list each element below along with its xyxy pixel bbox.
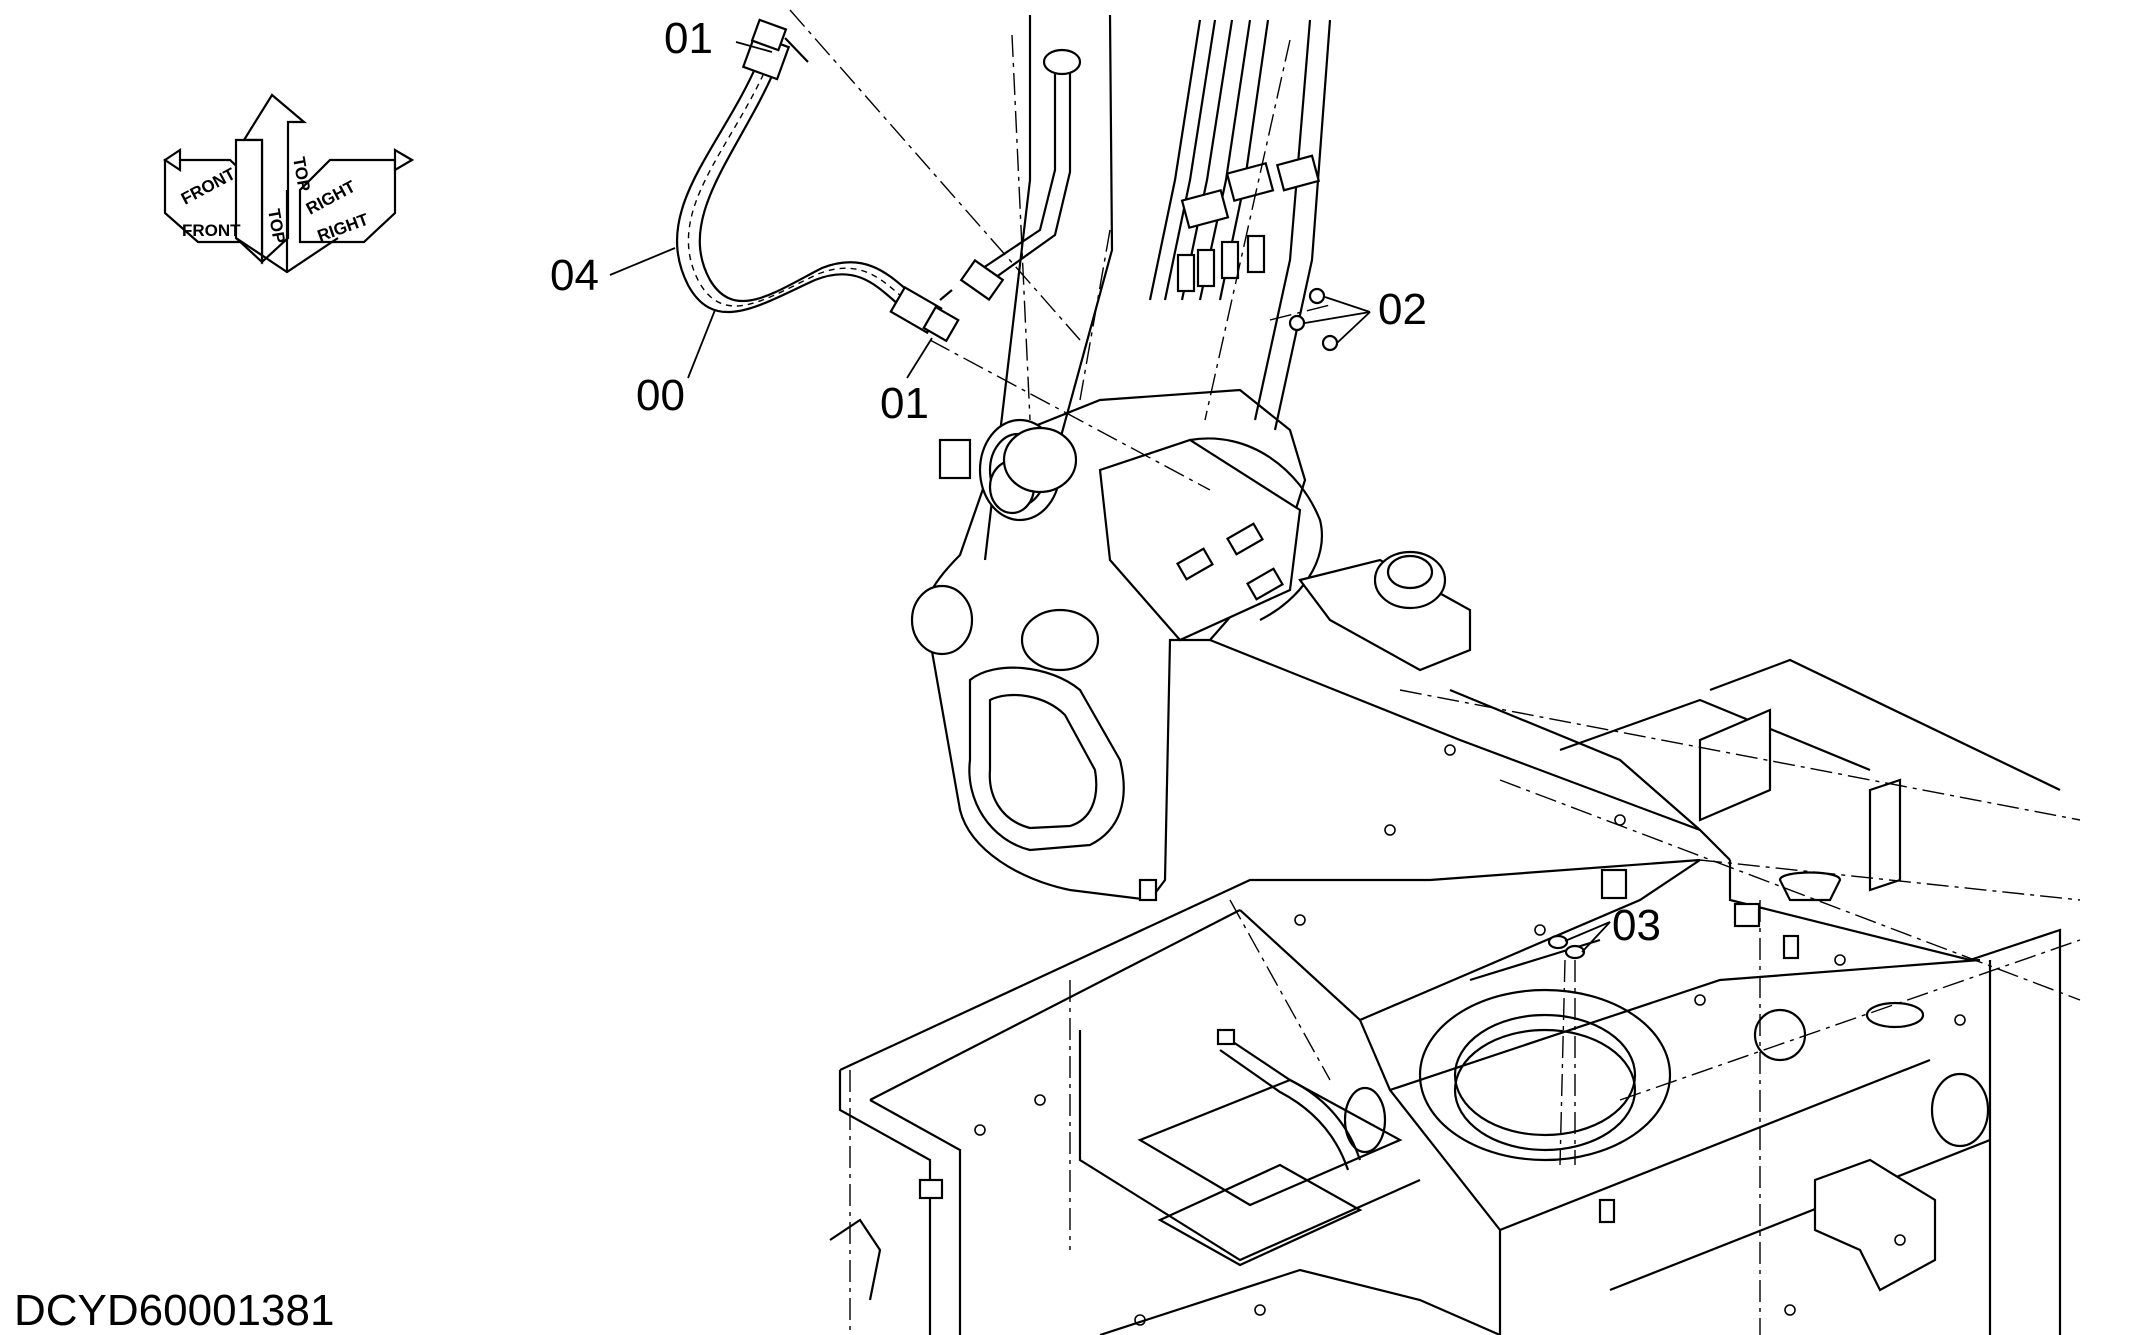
- callout-04: 04: [550, 251, 599, 300]
- swing-bracket: [910, 388, 1472, 902]
- callout-03: 03: [1612, 901, 1661, 950]
- callout-01-bottom: 01: [880, 379, 929, 428]
- callout-leaders: [609, 41, 1611, 953]
- bolts-02: [1288, 287, 1339, 352]
- hose-assembly: [676, 18, 960, 343]
- drawing-id: DCYD60001381: [14, 1286, 334, 1335]
- main-frame: [829, 638, 2081, 1335]
- orientation-symbol: FRONT FRONT TOP TOP RIGHT RIGHT: [163, 93, 415, 274]
- callout-01-top: 01: [664, 14, 713, 63]
- callout-02: 02: [1378, 285, 1427, 334]
- boom-arm: [959, 14, 1332, 561]
- orientation-front-label-2: FRONT: [182, 221, 241, 240]
- callout-00: 00: [636, 371, 685, 420]
- washers-03: [1547, 934, 1586, 960]
- orientation-top-label-2: TOP: [289, 155, 314, 192]
- assembly-lines: [789, 9, 1576, 1166]
